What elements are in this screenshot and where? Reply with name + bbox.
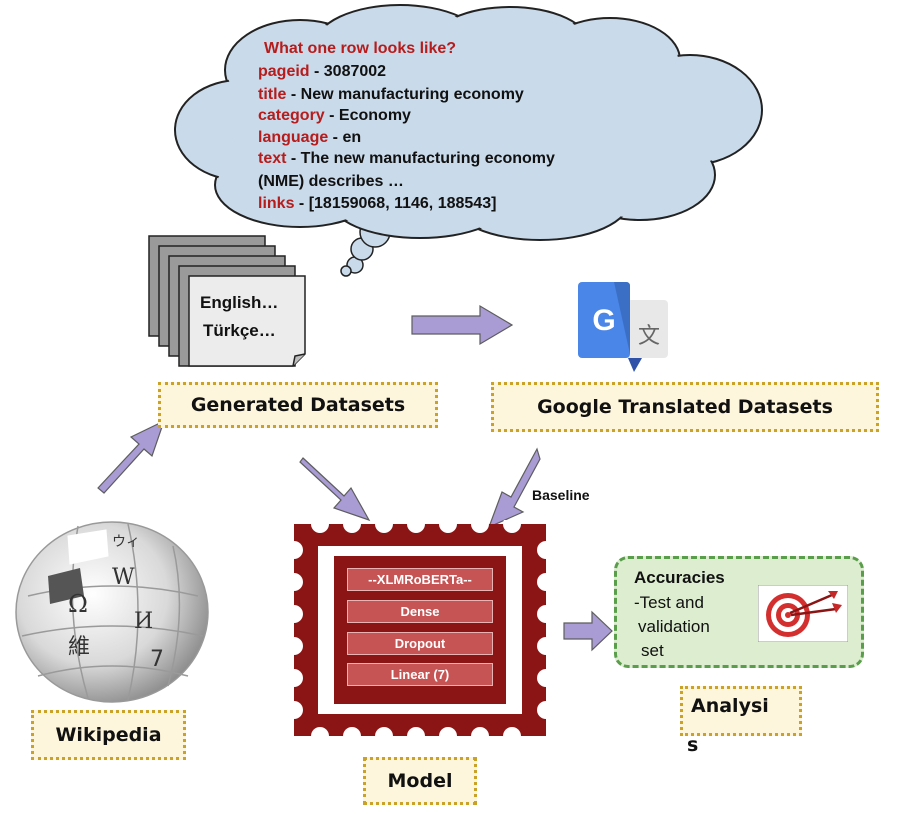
layer-dense: Dense — [347, 600, 493, 623]
cloud-row-title: title - New manufacturing economy — [258, 86, 524, 103]
arrow-generated-to-model — [299, 457, 371, 522]
svg-text:Ω: Ω — [68, 590, 88, 618]
arrow-to-google — [411, 304, 514, 346]
layer-linear: Linear (7) — [347, 663, 493, 686]
cloud-row-pageid: pageid - 3087002 — [258, 63, 387, 80]
cloud-row-text: text - The new manufacturing economy — [258, 150, 555, 167]
arrow-to-analysis — [563, 610, 613, 652]
cloud-title: What one row looks like? — [264, 40, 457, 57]
accuracies-title: Accuracies — [634, 568, 725, 587]
label-generated-datasets: Generated Datasets — [158, 382, 438, 428]
svg-text:W: W — [112, 565, 135, 590]
label-wikipedia: Wikipedia — [31, 710, 186, 760]
cloud-row-language: language - en — [258, 129, 362, 146]
google-translate-icon: G 文 — [578, 282, 668, 372]
svg-text:文: 文 — [638, 324, 660, 349]
target-icon — [758, 585, 848, 642]
accuracies-line1: -Test and — [634, 593, 704, 612]
model-stamp-frame — [290, 520, 550, 740]
cloud-row-text-cont: (NME) describes … — [258, 173, 404, 190]
label-analysis: Analysi — [680, 686, 802, 736]
arrow-to-generated — [97, 419, 166, 494]
layer-xlmroberta: --XLMRoBERTa-- — [347, 568, 493, 591]
svg-text:И: И — [134, 609, 153, 634]
layer-dropout: Dropout — [347, 632, 493, 655]
wikipedia-globe-icon: Ω W И 維 ウィ 7 — [15, 521, 209, 703]
cloud-row-links: links - [18159068, 1146, 188543] — [258, 195, 497, 212]
cloud-row-category: category - Economy — [258, 107, 411, 124]
accuracies-line2: validation — [638, 617, 710, 636]
label-google-translated-datasets: Google Translated Datasets — [491, 382, 879, 432]
document-stack-icon — [148, 235, 306, 367]
svg-text:7: 7 — [150, 647, 164, 672]
label-analysis-line2: s — [687, 734, 699, 756]
accuracies-line3: set — [641, 641, 664, 660]
label-analysis-line1: Analysi — [691, 695, 769, 717]
svg-text:G: G — [592, 304, 615, 337]
doc-line-english: English… — [200, 293, 279, 312]
svg-text:ウィ: ウィ — [112, 534, 140, 550]
svg-text:維: 維 — [68, 635, 90, 660]
baseline-label: Baseline — [532, 487, 590, 503]
label-model: Model — [363, 757, 477, 805]
doc-line-turkish: Türkçe… — [203, 321, 276, 340]
